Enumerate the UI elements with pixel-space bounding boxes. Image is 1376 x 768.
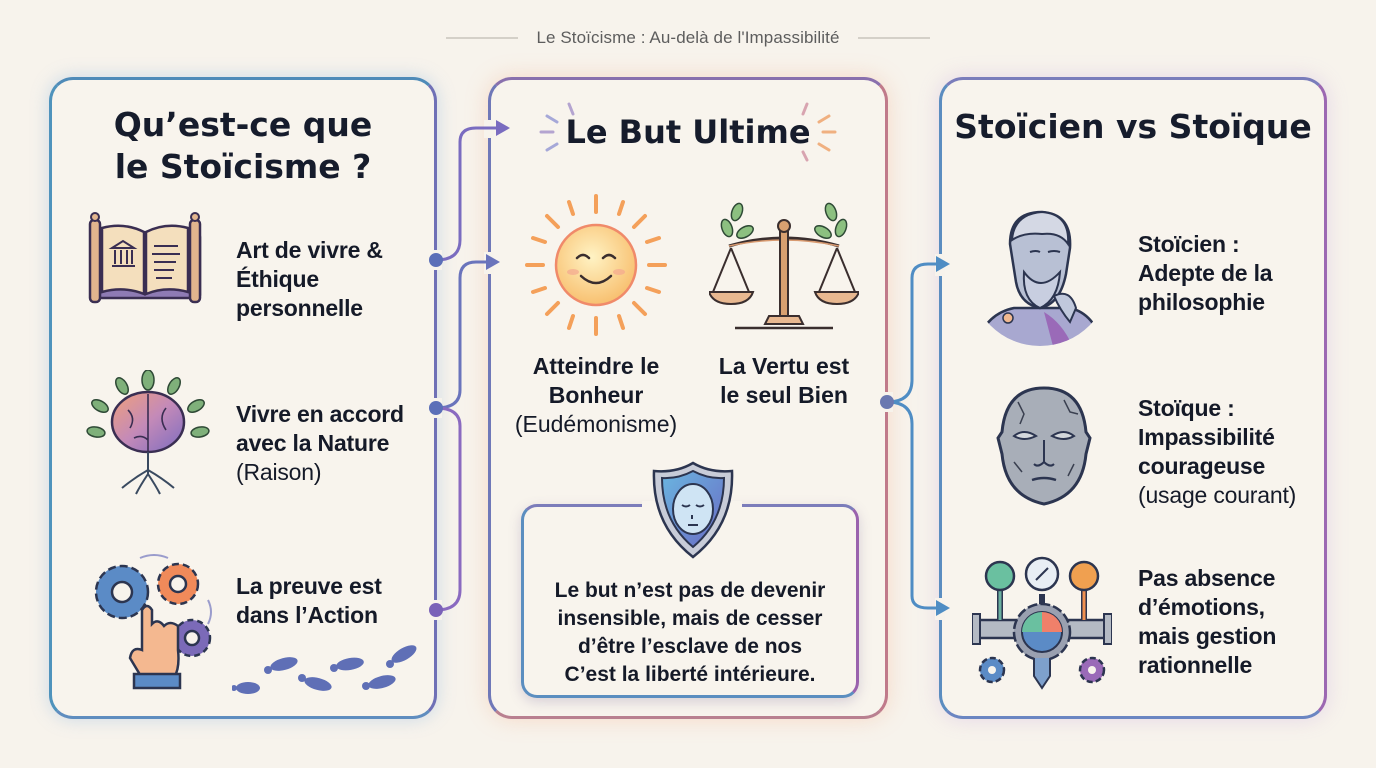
- item-line: d’émotions,: [1138, 594, 1265, 620]
- item-line: Éthique: [236, 266, 319, 292]
- item-line: Pas absence: [1138, 565, 1276, 591]
- quote-box: Le but n’est pas de devenir insensible, …: [521, 461, 859, 698]
- item-line: Bonheur: [548, 382, 644, 408]
- item-virtue-only-good: La Vertu est le seul Bien: [701, 352, 867, 410]
- panel-title: Stoïcien vs Stoïque: [954, 107, 1312, 146]
- item-line: La preuve est: [236, 573, 382, 599]
- connector-action-to-goal: [434, 406, 462, 612]
- scales-laurel-icon: [707, 188, 861, 336]
- connector-goal-to-management: [885, 400, 938, 610]
- emotion-gauges-icon: [971, 554, 1113, 690]
- item-line: rationnelle: [1138, 652, 1253, 678]
- brain-tree-icon: [78, 369, 218, 500]
- item-art-of-living: Art de vivre & Éthique personnelle: [236, 236, 383, 323]
- item-subtext: (Raison): [236, 459, 322, 485]
- item-line: le seul Bien: [720, 382, 848, 408]
- panel-title: Qu’est-ce que le Stoïcisme ?: [52, 104, 434, 188]
- page-header: Le Stoïcisme : Au-delà de l'Impassibilit…: [0, 28, 1376, 48]
- item-line: philosophie: [1138, 289, 1265, 315]
- gears-hand-icon: [82, 550, 222, 690]
- title-line: le Stoïcisme ?: [114, 147, 372, 186]
- item-line: Impassibilité: [1138, 424, 1275, 450]
- quote-line: C’est la liberté intérieure.: [564, 663, 816, 686]
- item-subtext: (usage courant): [1138, 482, 1297, 508]
- item-line: Vivre en accord: [236, 401, 404, 427]
- footprints-icon: [231, 638, 422, 698]
- item-live-with-nature: Vivre en accord avec la Nature (Raison): [236, 400, 404, 487]
- quote-line: insensible, mais de cesser: [557, 607, 823, 630]
- item-line: Atteindre le: [532, 353, 660, 379]
- connector-art-to-goal: [434, 126, 498, 262]
- connector-nature-to-goal: [434, 260, 488, 410]
- quote-line: d’être l’esclave de nos: [577, 635, 803, 658]
- page-title: Le Stoïcisme : Au-delà de l'Impassibilit…: [536, 28, 840, 47]
- serene-mask-shield-icon: [648, 459, 738, 561]
- quote-line: Le but n’est pas de devenir: [554, 579, 826, 602]
- item-line: Stoïcien :: [1138, 231, 1240, 257]
- header-rule-right: [857, 37, 930, 39]
- item-line: dans l’Action: [236, 602, 378, 628]
- item-emotion-management: Pas absence d’émotions, mais gestion rat…: [1138, 564, 1276, 680]
- item-line: mais gestion: [1138, 623, 1277, 649]
- item-line: Stoïque :: [1138, 395, 1235, 421]
- item-line: Art de vivre &: [236, 237, 383, 263]
- item-subtext: (Eudémonisme): [514, 411, 678, 437]
- item-proof-in-action: La preuve est dans l’Action: [236, 572, 382, 630]
- item-stoic-definition: Stoïque : Impassibilité courageuse (usag…: [1138, 394, 1296, 510]
- item-reach-happiness: Atteindre le Bonheur (Eudémonisme): [503, 352, 689, 439]
- header-rule-left: [446, 37, 519, 39]
- item-line: La Vertu est: [718, 353, 850, 379]
- item-line: avec la Nature: [236, 430, 390, 456]
- item-line: courageuse: [1138, 453, 1266, 479]
- item-line: Adepte de la: [1138, 260, 1273, 286]
- title-line: Qu’est-ce que: [113, 105, 373, 144]
- connector-goal-to-stoician: [885, 262, 938, 404]
- stone-face-icon: [994, 384, 1094, 508]
- item-stoician-definition: Stoïcien : Adepte de la philosophie: [1138, 230, 1273, 317]
- panel-ultimate-goal: Le But Ultime: [488, 77, 888, 719]
- panel-stoician-vs-stoic: Stoïcien vs Stoïque Stoïcien : Adepte de…: [939, 77, 1327, 719]
- title-rays-icon: [535, 92, 845, 162]
- quote-text: Le but n’est pas de devenir insensible, …: [524, 577, 856, 689]
- item-line: personnelle: [236, 295, 363, 321]
- philosopher-bust-icon: [972, 204, 1106, 350]
- scroll-book-icon: [80, 212, 210, 308]
- panel-what-is-stoicism: Qu’est-ce que le Stoïcisme ? Art de vivr…: [49, 77, 437, 719]
- smiling-sun-icon: [521, 190, 671, 340]
- panel-title: Le But Ultime: [565, 113, 811, 151]
